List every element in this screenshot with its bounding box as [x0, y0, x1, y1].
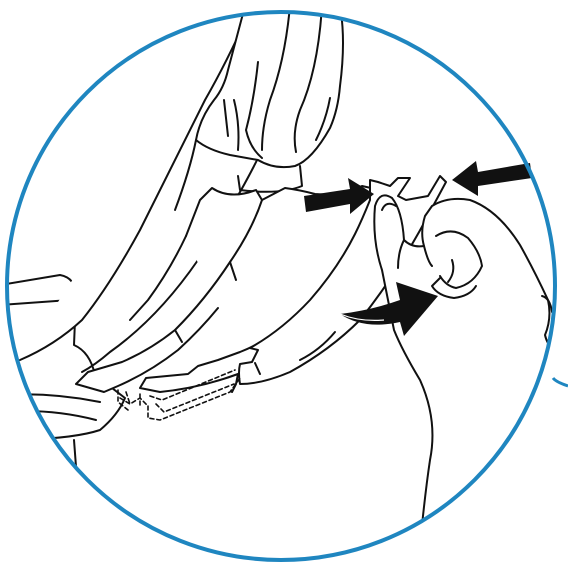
callout-leader	[553, 378, 568, 386]
squeeze-arrow-right	[452, 161, 532, 196]
